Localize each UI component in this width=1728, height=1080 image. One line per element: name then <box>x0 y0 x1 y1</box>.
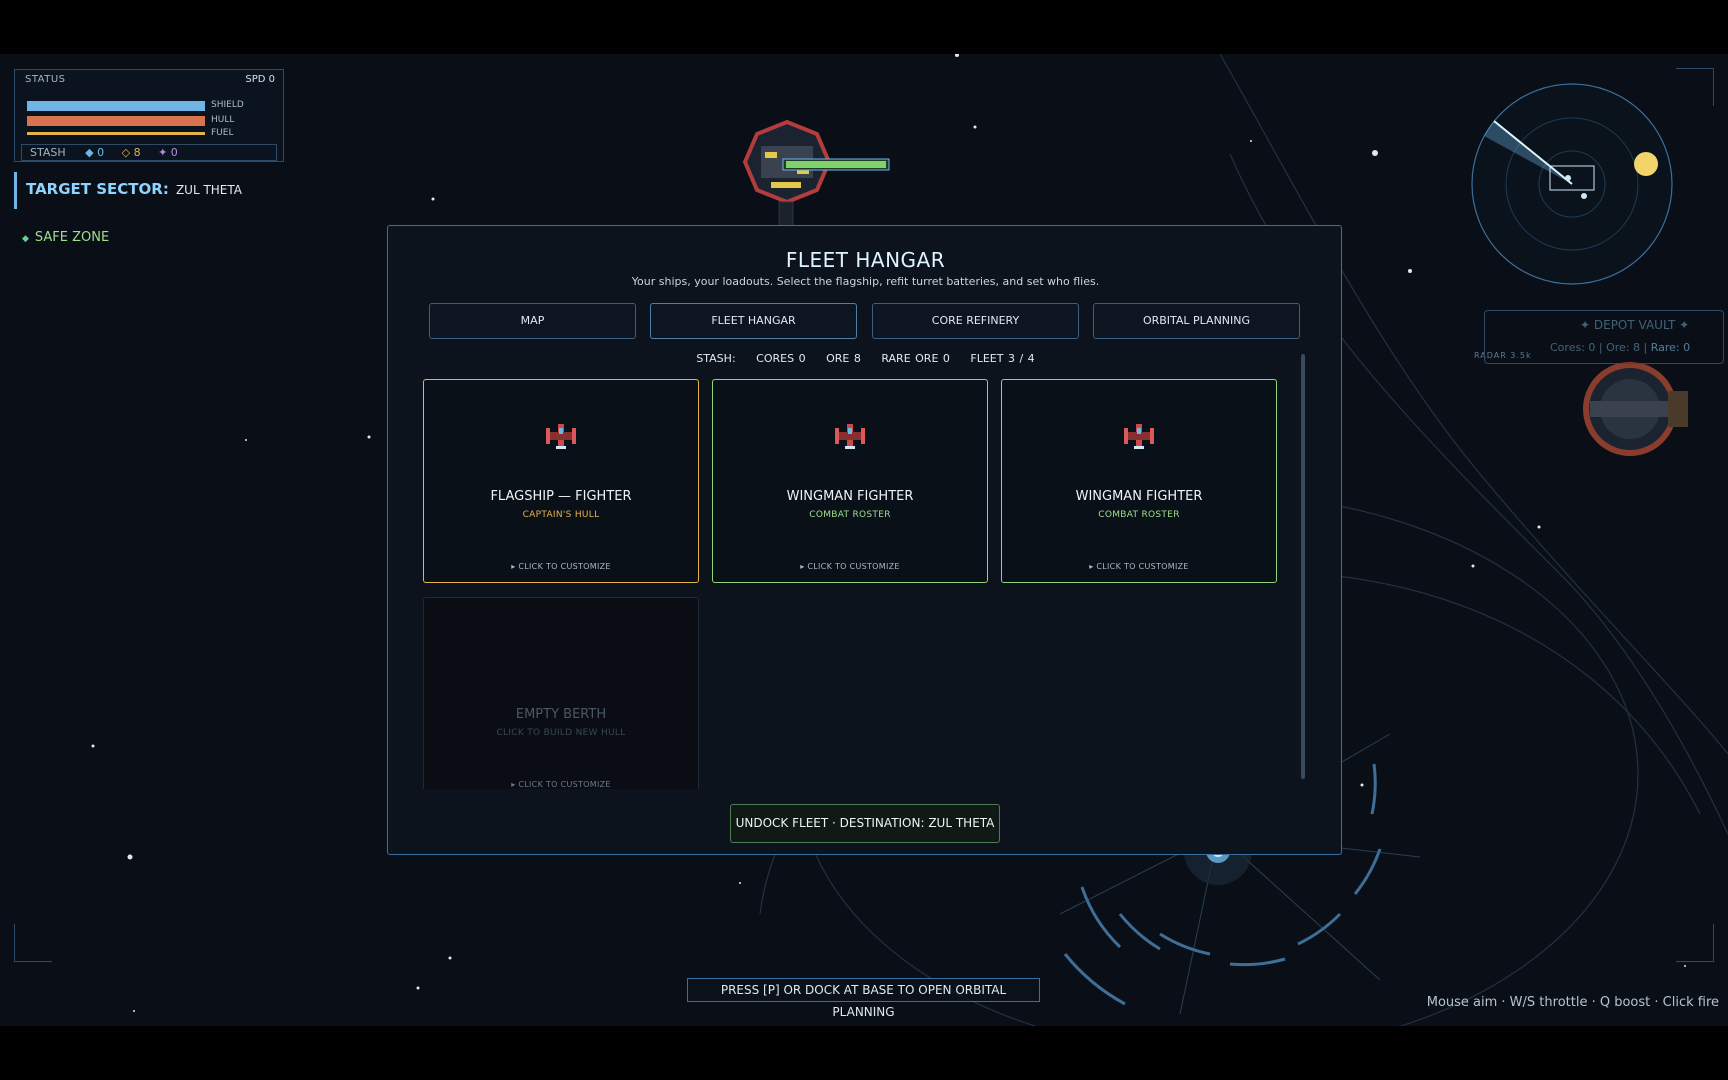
hud-stash-ore: ◇ 8 <box>121 146 141 159</box>
stash-fleet-count: FLEET 3 / 4 <box>970 352 1035 365</box>
ship-card-empty-berth[interactable]: EMPTY BERTH CLICK TO BUILD NEW HULL ▸ CL… <box>423 597 699 789</box>
depot-vault-panel <box>1484 310 1724 364</box>
ship-card-title: EMPTY BERTH <box>515 707 607 722</box>
hud-stash-row: STASH ◆ 0 ◇ 8 ✦ 0 <box>21 144 277 161</box>
tab-fleet-hangar[interactable]: FLEET HANGAR <box>650 303 857 339</box>
radar-range-label: RADAR 3.5k <box>1474 351 1532 360</box>
stash-rare-ore: RARE ORE 0 <box>881 352 950 365</box>
fighter-ship-icon <box>835 424 865 449</box>
modal-title: FLEET HANGAR <box>785 248 946 272</box>
undock-fleet-button[interactable]: UNDOCK FLEET · DESTINATION: ZUL THETA <box>730 804 1000 843</box>
ship-card-title: WINGMAN FIGHTER <box>786 489 914 504</box>
depot-rare: Rare: 0 <box>1650 341 1691 354</box>
tab-bar: MAP FLEET HANGAR CORE REFINERY ORBITAL P… <box>429 303 1301 339</box>
ship-card-grid: FLAGSHIP — FIGHTER CAPTAIN'S HULL ▸ CLIC… <box>423 379 1283 789</box>
hull-bar <box>27 116 205 126</box>
shield-bar <box>27 101 205 111</box>
ship-card-wingman-2[interactable]: WINGMAN FIGHTER COMBAT ROSTER ▸ CLICK TO… <box>1001 379 1277 583</box>
fighter-ship-icon <box>546 424 576 449</box>
customize-link[interactable]: ▸ CLICK TO CUSTOMIZE <box>511 562 611 571</box>
hud-corner-bl <box>14 924 52 962</box>
speed-readout: SPD 0 <box>245 74 275 85</box>
hull-label: HULL <box>211 115 235 125</box>
tab-core-refinery[interactable]: CORE REFINERY <box>872 303 1079 339</box>
tab-map[interactable]: MAP <box>429 303 636 339</box>
ship-card-subtitle: CAPTAIN'S HULL <box>522 510 600 520</box>
target-sector-value: ZUL THETA <box>175 183 242 197</box>
stash-summary: STASH: CORES 0 ORE 8 RARE ORE 0 FLEET 3 … <box>388 352 1343 365</box>
customize-link[interactable]: ▸ CLICK TO CUSTOMIZE <box>800 562 900 571</box>
modal-subtitle: Your ships, your loadouts. Select the fl… <box>631 275 1100 288</box>
stash-label: STASH: <box>696 352 736 365</box>
depot-cores: Cores: 0 <box>1550 341 1596 354</box>
hud-stash-cores: ◆ 0 <box>85 146 105 159</box>
target-sector-label: TARGET SECTOR: <box>26 180 169 198</box>
safe-zone-label: SAFE ZONE <box>34 230 110 245</box>
radar-minimap <box>1471 83 1673 285</box>
hud-stash-label: STASH <box>30 146 66 159</box>
controls-help: Mouse aim · W/S throttle · Q boost · Cli… <box>1426 995 1719 1010</box>
hud-stash-rare: ✦ 0 <box>158 146 178 159</box>
ship-card-subtitle: CLICK TO BUILD NEW HULL <box>496 728 626 738</box>
ship-card-flagship[interactable]: FLAGSHIP — FIGHTER CAPTAIN'S HULL ▸ CLIC… <box>423 379 699 583</box>
shield-label: SHIELD <box>211 100 244 110</box>
safe-zone-indicator: ◆ SAFE ZONE <box>22 230 109 245</box>
ship-card-subtitle: COMBAT ROSTER <box>809 510 891 520</box>
status-panel: STATUS SPD 0 SHIELD HULL FUEL STASH ◆ 0 … <box>14 69 284 162</box>
depot-vault-title: ✦ DEPOT VAULT ✦ <box>1580 318 1690 332</box>
orbital-planning-hint: PRESS [P] OR DOCK AT BASE TO OPEN ORBITA… <box>687 978 1040 1019</box>
fuel-label: FUEL <box>211 128 234 138</box>
stash-ore: ORE 8 <box>826 352 861 365</box>
customize-link[interactable]: ▸ CLICK TO CUSTOMIZE <box>1089 562 1189 571</box>
fighter-ship-icon <box>1124 424 1154 449</box>
hud-corner-br <box>1676 924 1714 962</box>
fleet-hangar-modal: FLEET HANGAR Your ships, your loadouts. … <box>387 225 1342 855</box>
letterbox-top <box>0 0 1728 54</box>
customize-link[interactable]: ▸ CLICK TO CUSTOMIZE <box>511 780 611 789</box>
depot-ore: Ore: 8 <box>1606 341 1641 354</box>
ship-card-title: WINGMAN FIGHTER <box>1075 489 1203 504</box>
ship-card-wingman-1[interactable]: WINGMAN FIGHTER COMBAT ROSTER ▸ CLICK TO… <box>712 379 988 583</box>
status-title: STATUS <box>25 74 66 85</box>
hud-corner-tr <box>1676 68 1714 106</box>
depot-sprite <box>1583 362 1688 456</box>
scrollbar-thumb[interactable] <box>1301 354 1305 779</box>
fuel-bar <box>27 132 205 135</box>
letterbox-bottom <box>0 1026 1728 1080</box>
stash-cores: CORES 0 <box>756 352 806 365</box>
depot-vault-stats: Cores: 0 | Ore: 8 | Rare: 0 <box>1550 341 1691 354</box>
tab-orbital-planning[interactable]: ORBITAL PLANNING <box>1093 303 1300 339</box>
target-sector: TARGET SECTOR: ZUL THETA <box>14 172 242 209</box>
safe-zone-icon: ◆ <box>22 234 29 244</box>
ship-card-subtitle: COMBAT ROSTER <box>1098 510 1180 520</box>
ship-card-title: FLAGSHIP — FIGHTER <box>490 489 632 504</box>
